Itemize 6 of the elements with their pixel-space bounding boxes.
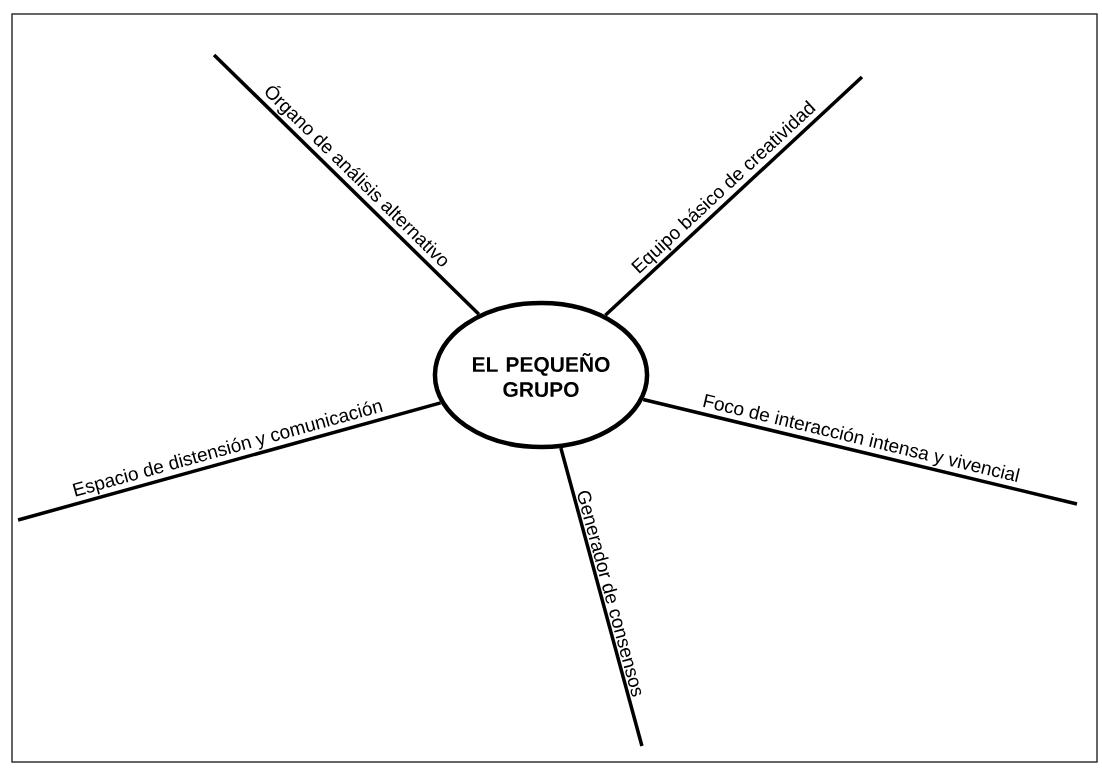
spoke-line (559, 447, 644, 747)
spoke-line (604, 75, 864, 317)
spoke-line (642, 397, 1078, 506)
spoke-label: Generador de consensos (577, 490, 642, 697)
spoke-line (17, 401, 442, 522)
spoke-line (212, 53, 481, 316)
